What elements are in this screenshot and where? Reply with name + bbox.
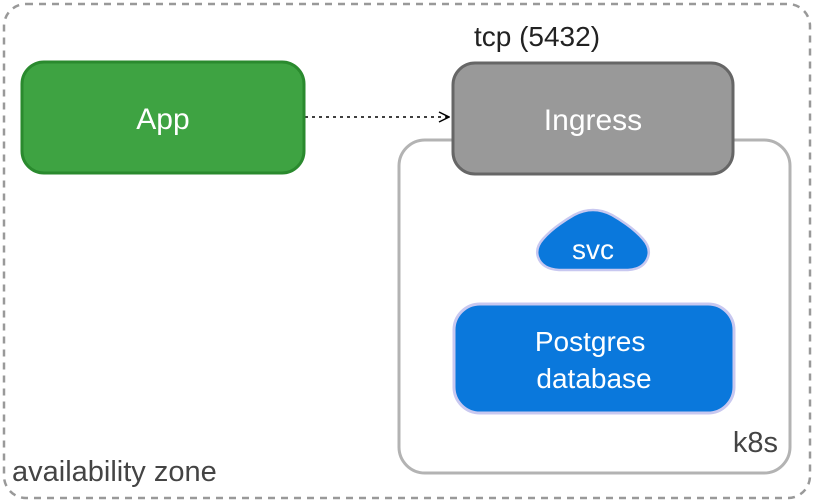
- app-node-box: [20, 60, 306, 175]
- ingress-node: Ingress: [451, 61, 735, 176]
- postgres-database-node: Postgres database: [452, 302, 736, 415]
- app-node: App: [20, 60, 306, 175]
- edge-app-to-ingress: tcp (5432): [305, 21, 600, 117]
- ingress-node-box: [451, 61, 735, 176]
- postgres-label-line1: Postgres: [535, 326, 646, 357]
- svc-node-shape: [535, 208, 651, 272]
- app-node-label: App: [136, 103, 189, 136]
- postgres-database-node-label: Postgres database: [535, 326, 653, 394]
- postgres-label-line2: database: [536, 363, 651, 394]
- availability-zone-label: availability zone: [12, 456, 217, 488]
- edge-app-to-ingress-label: tcp (5432): [474, 21, 600, 52]
- svc-node-label: svc: [572, 234, 614, 265]
- svc-node: svc: [535, 208, 651, 272]
- postgres-database-node-box: [452, 302, 736, 415]
- ingress-node-label: Ingress: [544, 104, 642, 137]
- k8s-cluster-label: k8s: [733, 427, 778, 459]
